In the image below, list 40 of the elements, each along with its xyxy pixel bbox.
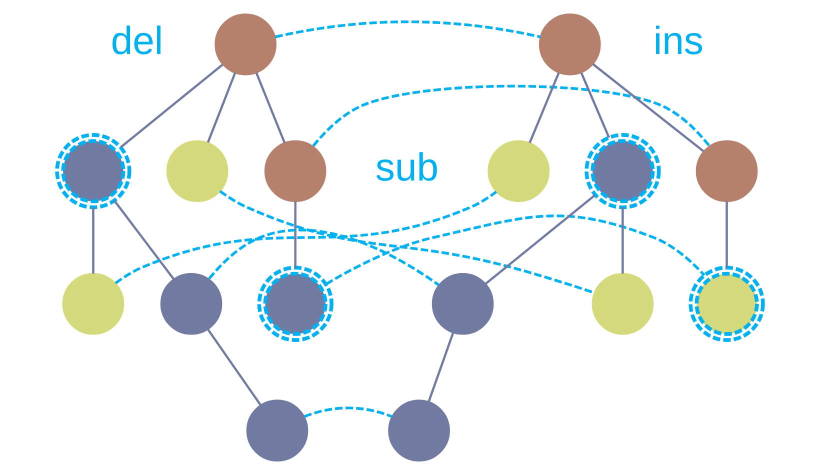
node-circle [62, 272, 124, 335]
node-circle [264, 140, 326, 202]
connector [294, 201, 296, 268]
connector [303, 406, 392, 418]
connector [254, 72, 286, 144]
connector [218, 190, 594, 294]
connector [92, 207, 94, 274]
node-circle [160, 272, 222, 335]
node-circle [54, 133, 131, 210]
connector [528, 72, 560, 144]
node-circle [246, 400, 308, 462]
connector [580, 72, 610, 138]
node-circle [214, 14, 276, 76]
connector [206, 328, 262, 406]
connector [592, 63, 704, 152]
node-circle [591, 272, 654, 335]
node-circle [688, 266, 764, 342]
node-circle [538, 14, 600, 76]
connector [274, 20, 540, 38]
connector [621, 207, 624, 274]
connector [427, 332, 454, 402]
node-circle [256, 266, 333, 342]
connector [725, 201, 728, 268]
connector [120, 64, 223, 148]
connector [206, 72, 236, 143]
label: del [110, 20, 163, 63]
label: sub [374, 146, 438, 190]
label: ins [652, 20, 704, 63]
connector [114, 190, 497, 284]
connector [325, 214, 705, 286]
connector [484, 194, 596, 285]
node-circle [431, 272, 494, 335]
node-circle [166, 140, 228, 202]
node-circle [487, 140, 550, 202]
node-circle [695, 140, 758, 202]
connector [208, 228, 439, 286]
node-circle [388, 400, 450, 462]
node-circle [584, 133, 660, 210]
connector [113, 200, 174, 280]
connector [312, 84, 710, 147]
